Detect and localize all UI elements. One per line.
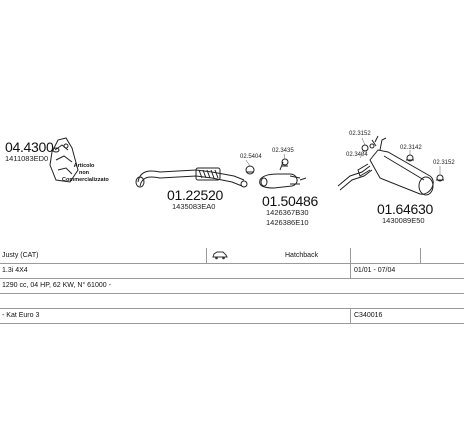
intermediate-pipe-part [337,165,373,191]
fitting-label: 02.3152 [349,131,371,137]
table-row [0,293,464,309]
engine-specs-value: 1290 cc, 04 HP, 62 KW, N° 61000 - [2,282,111,289]
table-row: - Kat Euro 3 C340016 [0,308,464,324]
oem-number-catalyst: 1411083ED0 [5,154,49,163]
part-number-front-pipe: 01.22520 [167,187,223,203]
note-line-2: non [78,170,90,176]
table-row: Justy (CAT) Hatchback [0,248,464,264]
exhaust-diagram: 04.4300 1411083ED0 Articolo non Commerci… [5,131,455,227]
oem-number-rear-silencer: 1430089E50 [382,216,425,225]
note-line-3: Commercializzato [62,177,109,183]
part-number-rear-silencer: 01.64630 [377,201,433,217]
engine-value: 1.3i 4X4 [2,267,28,274]
front-pipe-part [135,167,245,188]
rear-silencer-part [357,137,434,196]
production-dates-value: 01/01 - 07/04 [354,267,396,274]
model-value: Justy (CAT) [2,252,39,259]
fitting-label: 02.3435 [272,148,294,154]
column-divider [420,248,421,263]
part-number-center-silencer: 01.50486 [262,193,318,209]
column-divider [350,308,351,323]
oem-number-center-silencer-2: 1426386E10 [266,218,309,227]
oem-number-center-silencer-1: 1426367B30 [266,208,309,217]
car-body-icon [212,250,228,262]
table-row: 1290 cc, 04 HP, 62 KW, N° 61000 - [0,278,464,294]
center-silencer-part [259,173,307,189]
not-commercialized-note: Articolo non Commercializzato [62,163,109,184]
kit-description-value: - Kat Euro 3 [2,312,40,319]
fitting-label: 02.3404 [346,152,368,158]
oem-number-front-pipe: 1435083EA0 [172,202,216,211]
body-type-value: Hatchback [285,252,319,259]
kit-code-value: C340016 [354,312,383,319]
part-number-catalyst: 04.4300 [5,139,54,155]
fitting-label: 02.5404 [240,154,262,160]
exhaust-drawing [49,135,444,196]
fitting-label: 02.3152 [433,160,455,166]
column-divider [206,248,207,263]
fitting-label: 02.3142 [400,145,422,151]
vehicle-info-table: Justy (CAT) Hatchback 1.3i 4X4 01/01 - 0… [0,248,464,338]
column-divider [350,248,351,278]
clamp-parts [240,135,444,188]
catalytic-converter-part [49,137,79,183]
table-row: 1.3i 4X4 01/01 - 07/04 [0,263,464,279]
note-line-1: Articolo [73,163,95,169]
